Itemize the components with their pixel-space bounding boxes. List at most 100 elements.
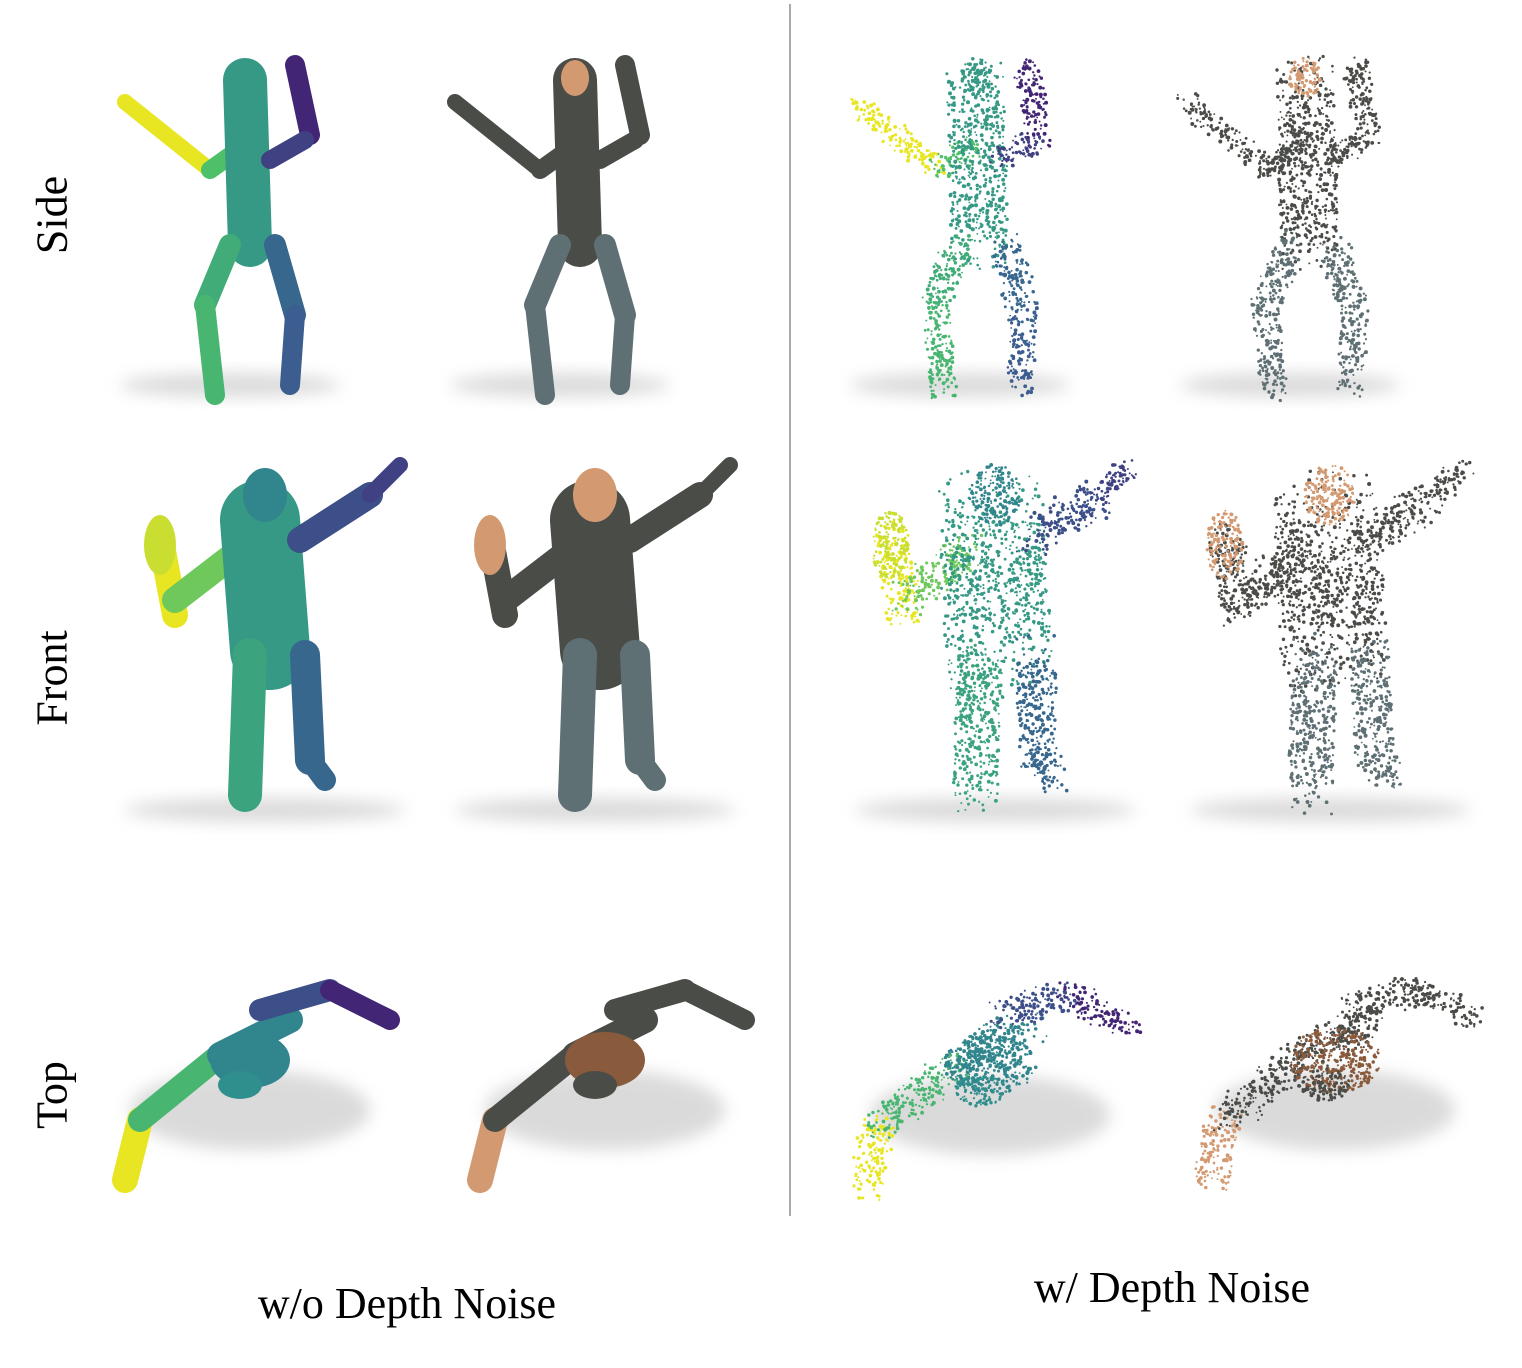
panel-front-rgb-noisy bbox=[1165, 450, 1485, 840]
column-divider bbox=[789, 4, 791, 1216]
row-label-front: Front bbox=[27, 630, 77, 726]
point-cloud-cluster bbox=[1212, 1039, 1315, 1132]
point-cloud-cluster bbox=[989, 132, 1045, 173]
panel-side-rgb-noisy bbox=[1160, 40, 1430, 430]
figure-rgb-top-noisy bbox=[1194, 976, 1484, 1191]
figure-depth-front-clean bbox=[125, 457, 408, 822]
body-part bbox=[573, 468, 617, 522]
body-part bbox=[285, 55, 320, 145]
point-cloud-cluster bbox=[943, 1031, 1038, 1096]
point-cloud-cluster bbox=[1194, 1105, 1243, 1191]
body-part bbox=[675, 980, 755, 1030]
body-part bbox=[228, 638, 267, 812]
figure-rgb-side-noisy bbox=[1176, 54, 1400, 403]
figure-depth-top-noisy bbox=[852, 981, 1143, 1202]
point-cloud-cluster bbox=[1029, 746, 1069, 794]
point-cloud-cluster bbox=[1013, 58, 1052, 148]
panel-top-rgb-clean bbox=[455, 960, 765, 1210]
point-cloud-cluster bbox=[928, 136, 987, 179]
body-part bbox=[474, 515, 506, 575]
body-part bbox=[290, 640, 325, 775]
point-cloud-cluster bbox=[1006, 306, 1039, 398]
body-part bbox=[194, 234, 241, 316]
point-cloud-cluster bbox=[960, 57, 991, 100]
point-cloud-cluster bbox=[968, 462, 1021, 527]
body-part bbox=[249, 979, 341, 1021]
panel-front-rgb-clean bbox=[430, 450, 750, 840]
point-cloud-cluster bbox=[1363, 744, 1402, 789]
body-part bbox=[320, 980, 400, 1030]
figure-rgb-front-clean bbox=[455, 457, 738, 822]
point-cloud-cluster bbox=[1205, 509, 1245, 581]
figure-depth-top-clean bbox=[112, 979, 400, 1193]
panel-top-depth-noisy bbox=[840, 965, 1150, 1225]
point-cloud-cluster bbox=[1401, 979, 1484, 1028]
point-cloud-cluster bbox=[1298, 1067, 1351, 1102]
point-cloud-cluster bbox=[1352, 484, 1449, 556]
body-part bbox=[615, 55, 650, 145]
point-cloud-cluster bbox=[1287, 56, 1322, 98]
floor-shadow bbox=[450, 373, 670, 397]
point-cloud-cluster bbox=[988, 981, 1081, 1030]
point-cloud-cluster bbox=[1091, 459, 1137, 505]
body-part bbox=[550, 480, 640, 690]
point-cloud-cluster bbox=[1223, 534, 1314, 616]
point-cloud-cluster bbox=[1287, 631, 1338, 816]
point-cloud-cluster bbox=[1320, 235, 1370, 323]
point-cloud-cluster bbox=[1342, 56, 1381, 146]
floor-shadow bbox=[455, 798, 735, 822]
figure-depth-side-noisy bbox=[850, 57, 1070, 400]
body-part bbox=[692, 457, 738, 503]
body-part bbox=[604, 979, 696, 1021]
point-cloud-cluster bbox=[1271, 469, 1388, 698]
point-cloud-cluster bbox=[852, 1111, 895, 1202]
body-part bbox=[629, 749, 666, 791]
point-cloud-cluster bbox=[952, 635, 1003, 813]
body-part bbox=[591, 131, 644, 169]
body-part bbox=[195, 295, 225, 405]
figure-rgb-side-clean bbox=[447, 55, 670, 405]
body-part bbox=[553, 58, 602, 267]
body-part bbox=[231, 60, 259, 96]
floor-shadow bbox=[120, 373, 340, 397]
point-cloud-cluster bbox=[954, 1072, 1005, 1108]
panel-side-depth-clean bbox=[100, 40, 370, 430]
body-part bbox=[620, 640, 655, 775]
body-part bbox=[561, 60, 589, 96]
point-cloud-cluster bbox=[1336, 304, 1369, 398]
body-part bbox=[243, 468, 287, 522]
body-part bbox=[223, 58, 272, 267]
point-cloud-cluster bbox=[945, 61, 1009, 271]
panel-top-depth-clean bbox=[100, 960, 410, 1210]
point-cloud-cluster bbox=[923, 295, 959, 400]
point-cloud-cluster bbox=[1303, 465, 1356, 526]
body-part bbox=[218, 1071, 262, 1099]
point-cloud-cluster bbox=[1251, 294, 1288, 403]
body-part bbox=[362, 457, 408, 503]
point-cloud-cluster bbox=[1350, 639, 1396, 778]
point-cloud-cluster bbox=[1250, 229, 1301, 317]
figure-depth-front-noisy bbox=[855, 459, 1137, 822]
figure-depth-side-clean bbox=[117, 55, 340, 405]
point-cloud-cluster bbox=[850, 97, 946, 175]
body-part bbox=[483, 1043, 587, 1132]
panel-front-depth-noisy bbox=[830, 450, 1150, 840]
floor-shadow bbox=[855, 798, 1135, 822]
figure-rgb-top-clean bbox=[467, 979, 755, 1193]
body-part bbox=[264, 234, 306, 326]
panel-side-depth-noisy bbox=[830, 40, 1100, 430]
point-cloud-cluster bbox=[992, 232, 1039, 327]
body-part bbox=[617, 482, 713, 553]
point-cloud-cluster bbox=[872, 510, 910, 579]
floor-shadow bbox=[125, 798, 405, 822]
caption-without-depth-noise: w/o Depth Noise bbox=[257, 1279, 557, 1328]
point-cloud-cluster bbox=[1176, 92, 1281, 179]
body-part bbox=[287, 482, 383, 553]
point-cloud-cluster bbox=[1426, 459, 1475, 505]
row-label-side: Side bbox=[27, 175, 77, 255]
body-part bbox=[280, 305, 305, 395]
body-part bbox=[594, 234, 636, 326]
panel-top-rgb-noisy bbox=[1185, 960, 1495, 1220]
point-cloud-cluster bbox=[1275, 54, 1339, 271]
